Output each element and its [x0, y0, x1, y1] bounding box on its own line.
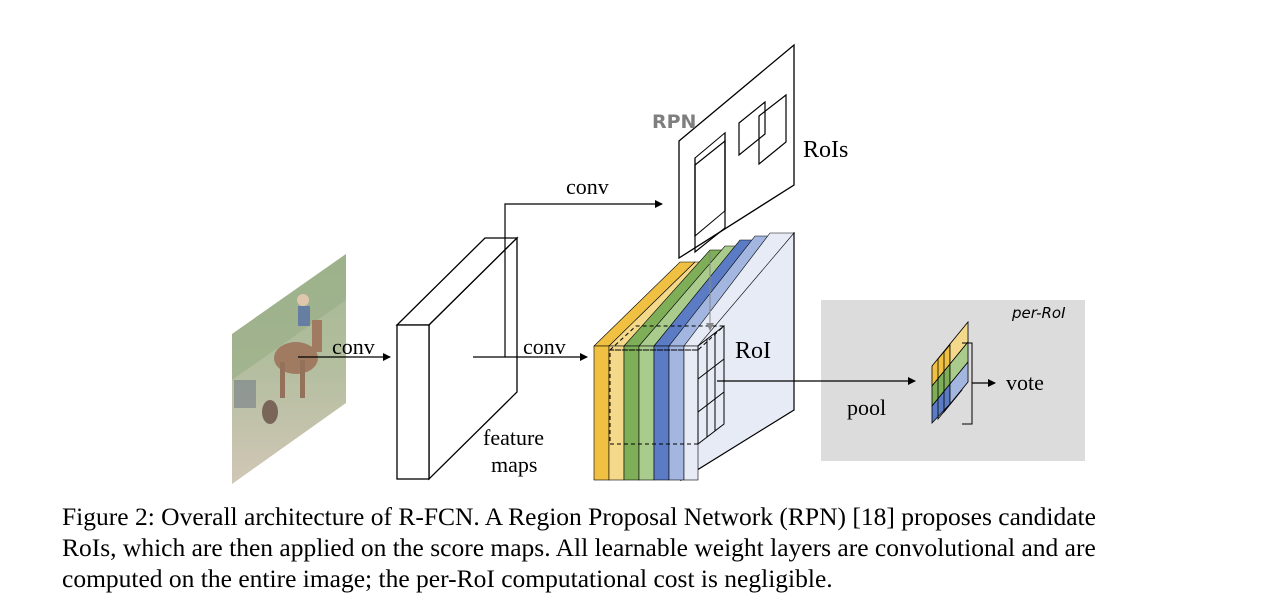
label-feature: feature	[483, 425, 544, 450]
label-rois: RoIs	[803, 137, 848, 163]
label-rpn: RPN	[652, 111, 696, 133]
label-roi: RoI	[735, 338, 771, 364]
label-per-roi: per-RoI	[1011, 304, 1066, 322]
caption-line-3: computed on the entire image; the per-Ro…	[62, 564, 833, 593]
label-conv-score: conv	[523, 334, 566, 359]
rpn-plane	[678, 43, 795, 260]
input-image	[232, 254, 346, 484]
caption-line-2: RoIs, which are then applied on the scor…	[62, 533, 1096, 562]
architecture-diagram: conv conv conv RPN RoIs RoI feature maps…	[232, 43, 1085, 484]
feature-maps-block	[395, 236, 519, 481]
label-pool: pool	[847, 395, 886, 420]
label-maps: maps	[491, 452, 537, 477]
figure-caption: Figure 2: Overall architecture of R-FCN.…	[62, 501, 1262, 594]
roi-boxes-rpn	[694, 93, 787, 254]
label-conv-rpn: conv	[566, 174, 609, 199]
connectors	[298, 200, 996, 387]
pooled-grid	[931, 320, 969, 425]
caption-line-1: Figure 2: Overall architecture of R-FCN.…	[62, 502, 1096, 531]
label-vote: vote	[1006, 370, 1044, 395]
label-conv-input: conv	[332, 334, 375, 359]
score-maps-block	[593, 231, 795, 482]
